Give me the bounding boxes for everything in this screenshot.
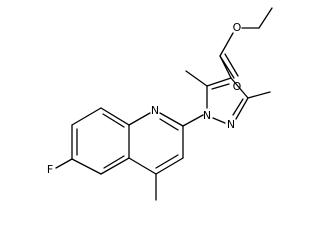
bond [212, 117, 226, 124]
bond-double-inner [211, 83, 230, 90]
pyrazole-n1-label: N [203, 109, 211, 122]
bond [185, 70, 208, 87]
bonds [55, 7, 273, 201]
bond-double-inner [103, 155, 125, 169]
bond-double-inner [232, 98, 244, 116]
bond [100, 157, 130, 175]
bond-double-inner [102, 113, 125, 128]
bond-double-inner [155, 154, 179, 169]
bond [219, 32, 234, 57]
bond [182, 114, 204, 127]
bond [128, 112, 151, 126]
fluorine-label: F [47, 163, 53, 176]
bond [159, 112, 184, 127]
bond [235, 97, 249, 120]
bond [55, 158, 73, 169]
structure-drawing: F N N N O O [47, 7, 273, 201]
pyrazole-n2-label: N [227, 118, 235, 131]
quinoline-nitrogen-label: N [151, 104, 159, 117]
bond [100, 107, 130, 126]
bond [230, 77, 249, 99]
bond [71, 107, 102, 126]
bond [258, 7, 273, 29]
bond [219, 55, 235, 79]
bond [71, 158, 102, 175]
bond [155, 157, 184, 175]
ester-oxygen-label: O [233, 21, 242, 34]
bond [128, 157, 157, 175]
bond-double-inner [224, 53, 239, 77]
bond [247, 91, 271, 99]
carbonyl-oxygen-label: O [233, 80, 242, 93]
atom-labels: F N N N O O [47, 21, 242, 176]
bond [206, 77, 232, 87]
bond-double-inner [159, 118, 179, 131]
